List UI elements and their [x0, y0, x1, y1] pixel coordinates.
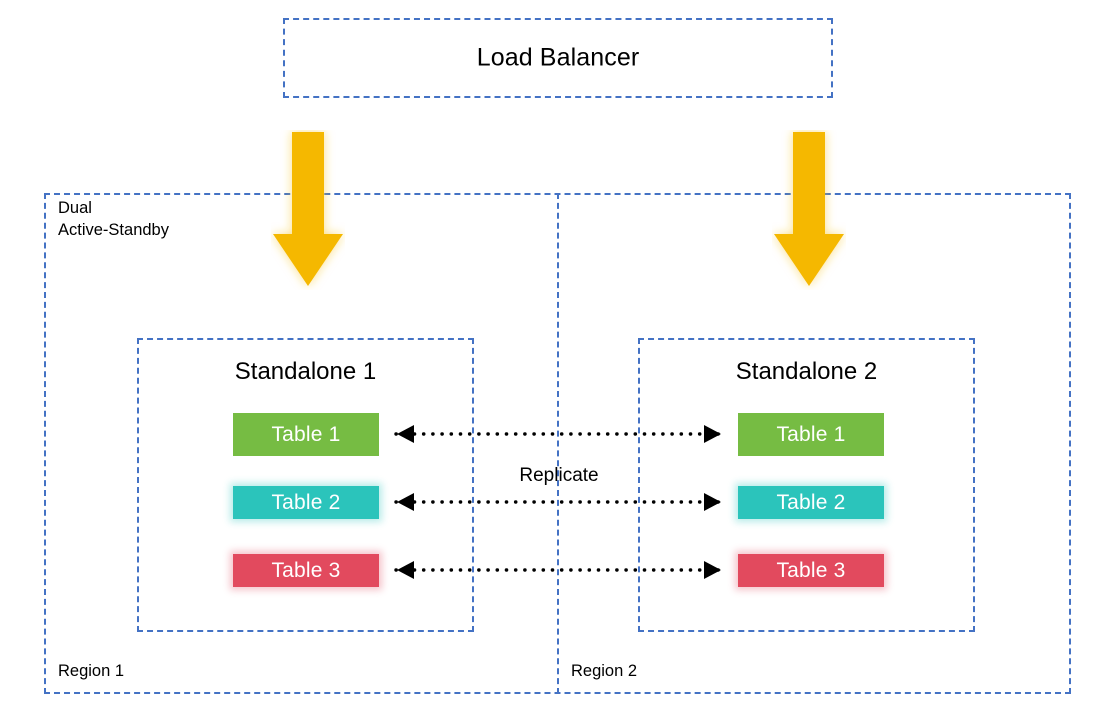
table-label: Table 2	[271, 490, 341, 514]
region-2-label: Region 2	[571, 662, 638, 680]
standalone-1-table-3[interactable]: Table 3	[233, 554, 379, 587]
standalone-2-box: Standalone 2	[638, 338, 975, 632]
table-label: Table 1	[776, 422, 846, 446]
table-label: Table 3	[776, 558, 846, 582]
standalone-1-box: Standalone 1	[137, 338, 474, 632]
standalone-1-table-1[interactable]: Table 1	[233, 413, 379, 456]
load-balancer-label: Load Balancer	[476, 43, 640, 72]
replicate-label: Replicate	[519, 465, 599, 486]
traffic-arrow-region-2-icon	[774, 132, 844, 286]
table-label: Table 2	[776, 490, 846, 514]
table-label: Table 1	[271, 422, 341, 446]
region-1-label: Region 1	[58, 662, 125, 680]
table-label: Table 3	[271, 558, 341, 582]
standalone-2-title: Standalone 2	[735, 358, 878, 385]
standalone-2-table-2[interactable]: Table 2	[738, 486, 884, 519]
standalone-2-table-3[interactable]: Table 3	[738, 554, 884, 587]
standalone-2-table-1[interactable]: Table 1	[738, 413, 884, 456]
traffic-arrow-region-1-icon	[273, 132, 343, 286]
standalone-1-title: Standalone 1	[234, 358, 377, 385]
region-divider	[557, 193, 559, 694]
dual-active-standby-label: Dual Active-Standby	[58, 199, 169, 239]
load-balancer-box: Load Balancer	[283, 18, 833, 98]
standalone-1-table-2[interactable]: Table 2	[233, 486, 379, 519]
